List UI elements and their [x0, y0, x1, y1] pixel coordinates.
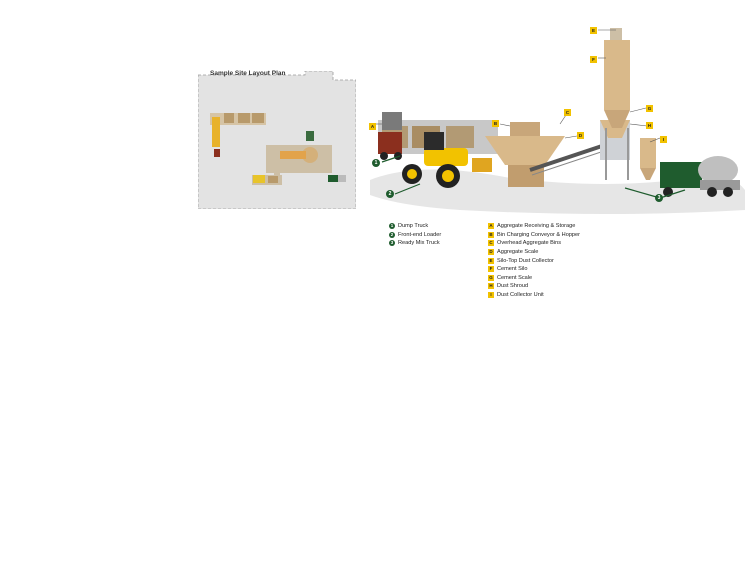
loader-cab: [424, 132, 444, 150]
marker-3: 3: [655, 194, 663, 202]
mix-truck-cab: [660, 162, 702, 188]
tag-i: I: [660, 136, 667, 143]
dump-truck-cab: [378, 132, 402, 154]
tag-e: E: [590, 27, 597, 34]
mixer-drum: [698, 156, 738, 184]
marker-2: 2: [386, 190, 394, 198]
tag-d: D: [577, 132, 584, 139]
legend-item: 2 Front-end Loader: [389, 231, 442, 238]
cement-silo: [604, 40, 630, 110]
legend-item: H Dust Shroud: [488, 283, 529, 290]
dump-truck-body: [382, 112, 402, 130]
plan-silo: [306, 131, 314, 141]
marker-1: 1: [372, 159, 380, 167]
hopper: [485, 136, 565, 165]
tag-f: F: [590, 56, 597, 63]
plan-loader: [212, 117, 220, 147]
plan-dump-truck: [214, 149, 220, 157]
component-legend: A Aggregate Receiving & Storage B Bin Ch…: [488, 222, 580, 299]
legend-item: I Dust Collector Unit: [488, 291, 580, 300]
legend-item: E Silo-Top Dust Collector: [488, 257, 554, 264]
plan-title: Sample Site Layout Plan: [210, 70, 286, 77]
tag-c: C: [564, 109, 571, 116]
legend-item: 3 Ready Mix Truck: [389, 240, 440, 247]
equipment-legend: 1 Dump Truck 2 Front-end Loader 3 Ready …: [389, 222, 441, 248]
tag-a: A: [369, 123, 376, 130]
loader-body: [424, 148, 468, 166]
tag-h: H: [646, 122, 653, 129]
legend-item: B Bin Charging Conveyor & Hopper: [488, 231, 581, 238]
legend-item: F Cement Silo: [488, 266, 528, 273]
ground: [370, 169, 745, 214]
aggregate-pile: [446, 126, 474, 148]
legend-item: C Overhead Aggregate Bins: [488, 240, 562, 247]
silo-top-collector: [610, 28, 622, 40]
legend-item: A Aggregate Receiving & Storage: [488, 223, 576, 230]
legend-item: D Aggregate Scale: [488, 249, 539, 256]
legend-item: G Cement Scale: [488, 274, 533, 281]
plan-mix-truck: [328, 175, 344, 182]
dust-collector-unit: [640, 138, 656, 168]
plant-illustration: [370, 28, 745, 214]
tag-g: G: [646, 105, 653, 112]
legend-item: 1 Dump Truck: [389, 223, 429, 230]
site-layout-plan: [198, 71, 356, 209]
tag-b: B: [492, 120, 499, 127]
